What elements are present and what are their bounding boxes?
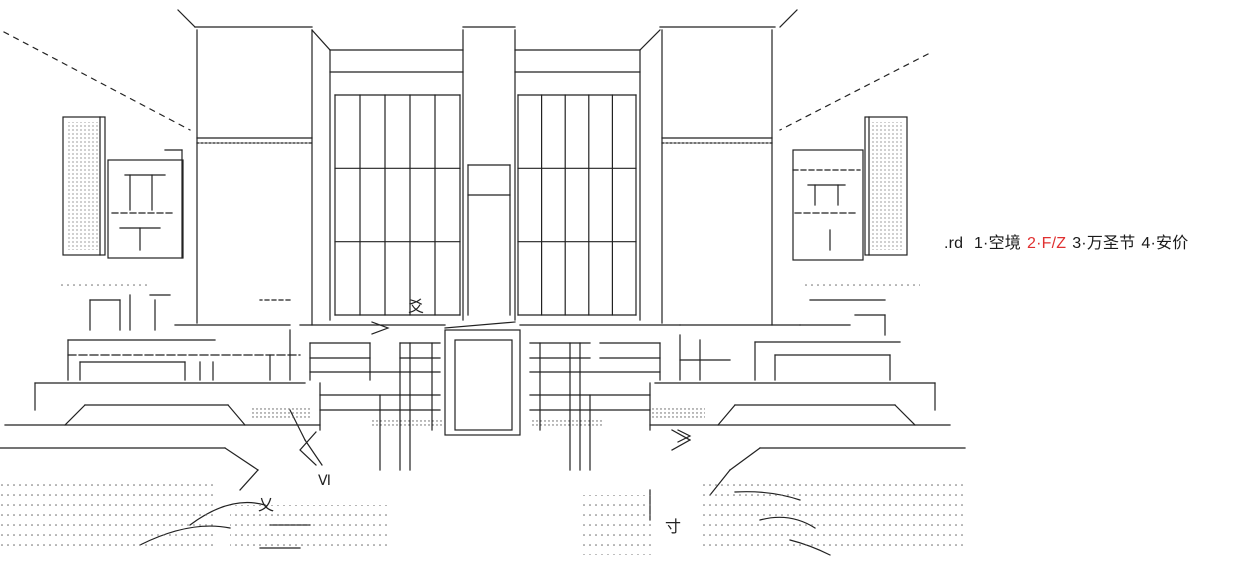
caption-prefix: .rd bbox=[944, 235, 964, 252]
left-mark-label: Ⅵ bbox=[318, 473, 331, 489]
right-sign-label: 寸 bbox=[665, 517, 681, 536]
caption-items: 1·空境 2·F/Z 3·万圣节 4·安价 bbox=[974, 235, 1195, 252]
caption-item-4: 4·安价 bbox=[1141, 235, 1189, 252]
caption-item-3: 3·万圣节 bbox=[1072, 235, 1136, 252]
top-ornament-label: 爻 bbox=[408, 297, 424, 316]
caption-line: .rd 1·空境 2·F/Z 3·万圣节 4·安价 bbox=[944, 229, 1194, 253]
caption-item-2: 2·F/Z bbox=[1026, 235, 1067, 252]
left-sign-label: 乂 bbox=[258, 495, 274, 514]
caption-item-1: 1·空境 bbox=[973, 235, 1021, 252]
